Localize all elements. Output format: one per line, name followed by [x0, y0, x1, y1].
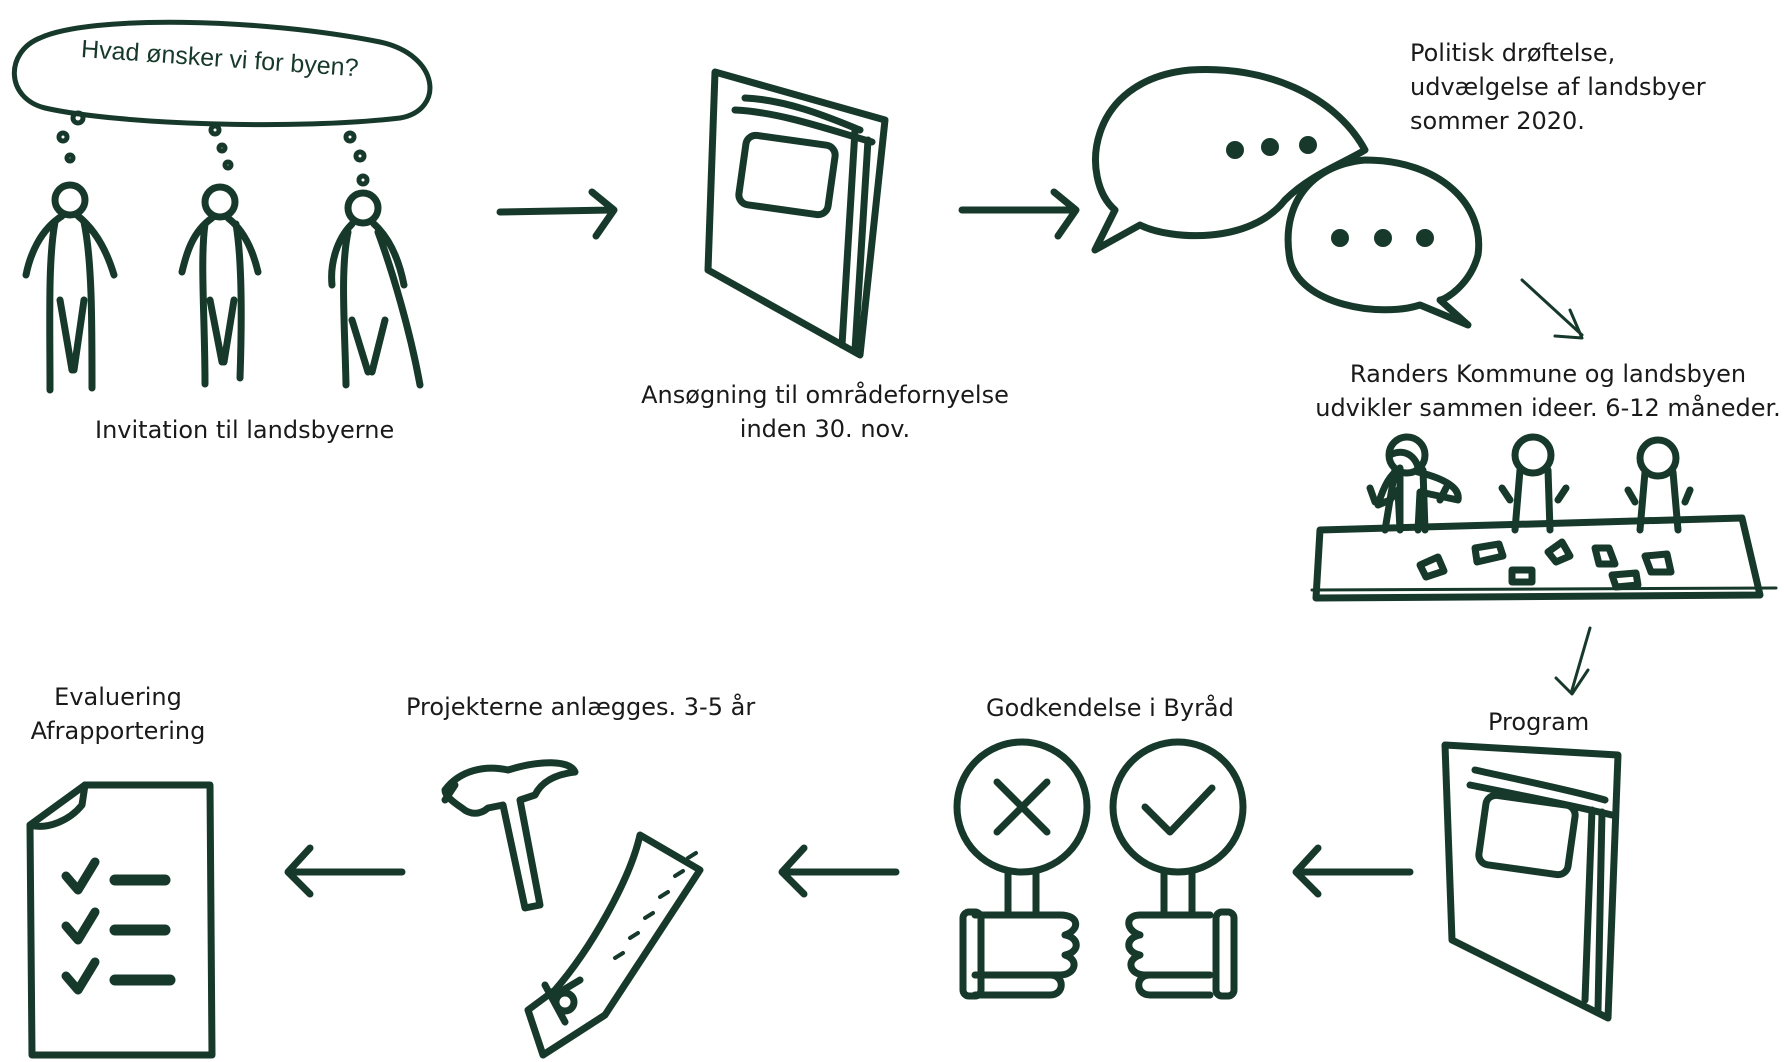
- label-line: sommer 2020.: [1410, 107, 1585, 135]
- people-at-table-icon: [1310, 433, 1778, 602]
- arrow-left: [1292, 844, 1414, 898]
- label-line: Afrapportering: [30, 717, 206, 745]
- person-figure: [178, 183, 262, 388]
- person-figure: [22, 181, 118, 394]
- application-label: Ansøgning til områdefornyelse inden 30. …: [641, 378, 1009, 446]
- hammer-and-saw-icon: [441, 759, 704, 1059]
- label-line: udvælgelse af landsbyer: [1410, 73, 1706, 101]
- invitation-label: Invitation til landsbyerne: [95, 416, 395, 444]
- thought-bubble: [11, 19, 433, 128]
- speech-bubbles-icon: [1091, 65, 1483, 329]
- label-line: Ansøgning til områdefornyelse: [641, 381, 1009, 409]
- arrow-right: [958, 188, 1080, 240]
- construction-label: Projekterne anlægges. 3-5 år: [406, 693, 756, 721]
- program-label: Program: [1488, 708, 1590, 736]
- person-figure: [328, 189, 424, 389]
- label-line: Politisk drøftelse,: [1410, 39, 1616, 67]
- approval-label: Godkendelse i Byråd: [986, 694, 1234, 722]
- label-line: inden 30. nov.: [739, 415, 911, 443]
- thought-bubble-text: Hvad ønsker vi for byen?: [80, 35, 359, 82]
- approve-reject-signs-icon: [953, 738, 1247, 1000]
- booklet-icon: [1441, 741, 1622, 1022]
- evaluation-label: Evaluering Afrapportering: [31, 680, 206, 748]
- collaboration-label: Randers Kommune og landsbyen udvikler sa…: [1315, 357, 1781, 425]
- label-line: Randers Kommune og landsbyen: [1349, 360, 1747, 388]
- three-people-thinking-icon: Hvad ønsker vi for byen?: [11, 19, 433, 394]
- booklet-icon: [704, 68, 889, 359]
- arrow-left: [284, 844, 406, 898]
- arrow-down: [1554, 626, 1592, 696]
- political-label: Politisk drøftelse, udvælgelse af landsb…: [1410, 36, 1706, 138]
- arrow-down-right: [1520, 278, 1584, 340]
- label-line: Evaluering: [54, 683, 182, 711]
- label-line: udvikler sammen ideer. 6-12 måneder.: [1315, 394, 1781, 422]
- arrow-right: [496, 188, 618, 240]
- arrow-left: [778, 844, 900, 898]
- checklist-document-icon: [26, 781, 216, 1059]
